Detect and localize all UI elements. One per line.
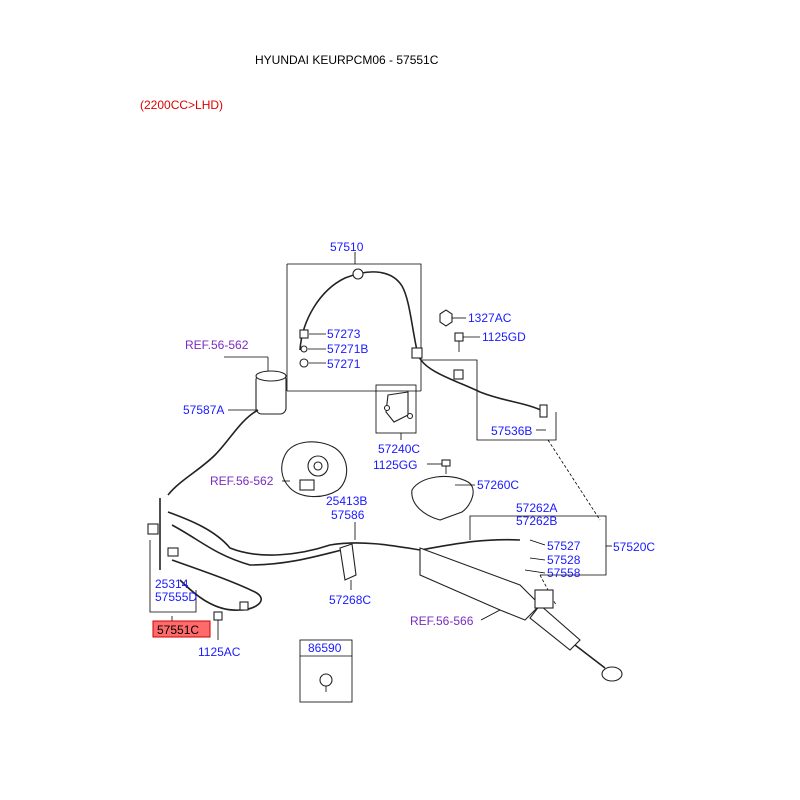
label-57271b[interactable]: 57271B xyxy=(327,342,368,356)
label-57260c[interactable]: 57260C xyxy=(477,478,519,492)
ref-56-562-top[interactable]: REF.56-562 xyxy=(185,338,249,352)
label-57268c[interactable]: 57268C xyxy=(329,593,371,607)
highlight-57551c xyxy=(152,620,211,638)
label-57536b[interactable]: 57536B xyxy=(491,424,532,438)
label-25314[interactable]: 25314 xyxy=(155,577,189,591)
label-57520c[interactable]: 57520C xyxy=(613,540,655,554)
hose-group-57510 xyxy=(286,252,557,441)
steering-gear xyxy=(159,498,623,682)
label-86590[interactable]: 86590 xyxy=(308,641,342,655)
heat-shield-57260c xyxy=(411,459,475,521)
label-57262a[interactable]: 57262A xyxy=(516,501,557,515)
label-1327ac[interactable]: 1327AC xyxy=(468,311,512,325)
ref-56-566[interactable]: REF.56-566 xyxy=(410,614,474,628)
label-57555d[interactable]: 57555D xyxy=(155,590,197,604)
oil-reservoir xyxy=(167,356,287,496)
label-57558[interactable]: 57558 xyxy=(547,566,581,580)
label-57551c[interactable]: 57551C xyxy=(157,623,199,637)
page-title: HYUNDAI KEURPCM06 - 57551C xyxy=(255,53,439,67)
part-box-86590 xyxy=(299,639,353,703)
hose-group-57551c xyxy=(147,523,249,640)
label-1125ac[interactable]: 1125AC xyxy=(198,645,241,659)
label-57240c[interactable]: 57240C xyxy=(378,442,420,456)
label-1125gg[interactable]: 1125GG xyxy=(373,458,417,472)
label-57586[interactable]: 57586 xyxy=(331,508,365,522)
label-57262b[interactable]: 57262B xyxy=(516,514,557,528)
label-57271[interactable]: 57271 xyxy=(327,357,361,371)
power-steering-pump xyxy=(281,441,348,498)
label-57528[interactable]: 57528 xyxy=(547,553,581,567)
label-57273[interactable]: 57273 xyxy=(327,327,361,341)
bracket-57240c xyxy=(375,384,417,440)
label-57587a[interactable]: 57587A xyxy=(183,403,224,417)
page-subtitle: (2200CC>LHD) xyxy=(140,98,224,112)
label-57510[interactable]: 57510 xyxy=(330,240,364,254)
label-25413b[interactable]: 25413B xyxy=(326,494,367,508)
label-1125gd[interactable]: 1125GD xyxy=(482,330,526,344)
label-57527[interactable]: 57527 xyxy=(547,539,581,553)
ref-56-562-pump[interactable]: REF.56-562 xyxy=(210,474,274,488)
